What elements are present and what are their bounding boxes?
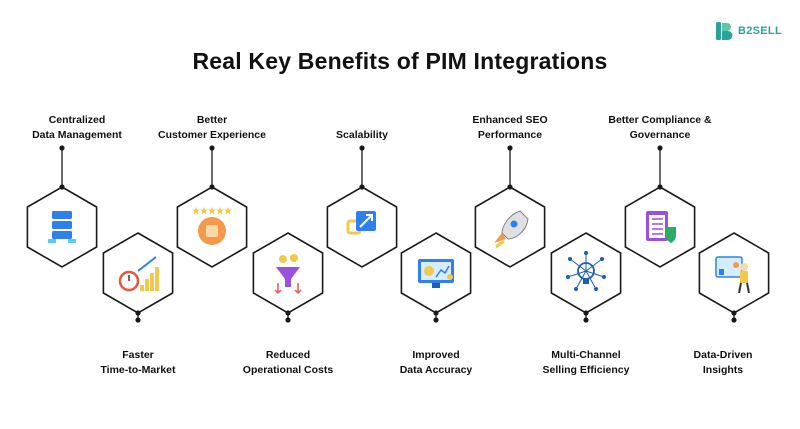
benefit-label: Data-Driven Insights bbox=[693, 349, 753, 376]
connector-dot bbox=[59, 145, 65, 151]
logo-text: B2SELL bbox=[738, 25, 782, 37]
page-title: Real Key Benefits of PIM Integrations bbox=[192, 48, 608, 74]
connector-dot bbox=[657, 184, 663, 190]
benefit-label: Better Compliance & Governance bbox=[608, 114, 712, 141]
connector-dot bbox=[59, 184, 65, 190]
benefit-label: Enhanced SEO Performance bbox=[472, 114, 548, 141]
connector-dot bbox=[507, 184, 513, 190]
benefit-label: Centralized Data Management bbox=[32, 114, 122, 141]
connector-dot bbox=[507, 145, 513, 151]
connector-dot bbox=[285, 317, 291, 323]
connector-dot bbox=[209, 184, 215, 190]
connector-dot bbox=[731, 317, 737, 323]
connector-dot bbox=[433, 310, 439, 316]
benefit-label: Improved Data Accuracy bbox=[399, 349, 473, 376]
benefit-label: Faster Time-to-Market bbox=[100, 349, 176, 376]
connector-dot bbox=[359, 145, 365, 151]
brand-logo: B2SELL bbox=[714, 20, 782, 42]
b2sell-logo-icon bbox=[716, 22, 733, 40]
connector-dot bbox=[209, 145, 215, 151]
connector-dot bbox=[731, 310, 737, 316]
connector-dot bbox=[285, 310, 291, 316]
benefit-label: Reduced Operational Costs bbox=[242, 349, 334, 376]
benefit-label: Multi-Channel Selling Efficiency bbox=[542, 349, 630, 376]
connector-dot bbox=[135, 310, 141, 316]
connector-dot bbox=[359, 184, 365, 190]
connector-dot bbox=[135, 317, 141, 323]
benefit-hexagon bbox=[102, 232, 174, 314]
connector-dot bbox=[657, 145, 663, 151]
benefit-label: Scalability bbox=[336, 129, 388, 141]
thumbs-up-stars-icon bbox=[192, 207, 232, 245]
connector-dot bbox=[583, 317, 589, 323]
presenter-dashboard-icon bbox=[715, 256, 750, 294]
connector-dot bbox=[433, 317, 439, 323]
expand-arrow-icon bbox=[346, 211, 376, 235]
stopwatch-growth-icon bbox=[118, 256, 159, 292]
checklist-shield-icon bbox=[646, 211, 676, 243]
analytics-monitor-icon bbox=[418, 259, 454, 288]
lightbulb-network-icon bbox=[566, 251, 606, 291]
connector-dot bbox=[583, 310, 589, 316]
server-stack-icon bbox=[48, 211, 76, 243]
benefit-hexagon bbox=[550, 232, 622, 314]
benefit-label: Better Customer Experience bbox=[158, 114, 266, 141]
rocket-icon bbox=[494, 210, 529, 249]
cost-funnel-icon bbox=[274, 254, 302, 295]
